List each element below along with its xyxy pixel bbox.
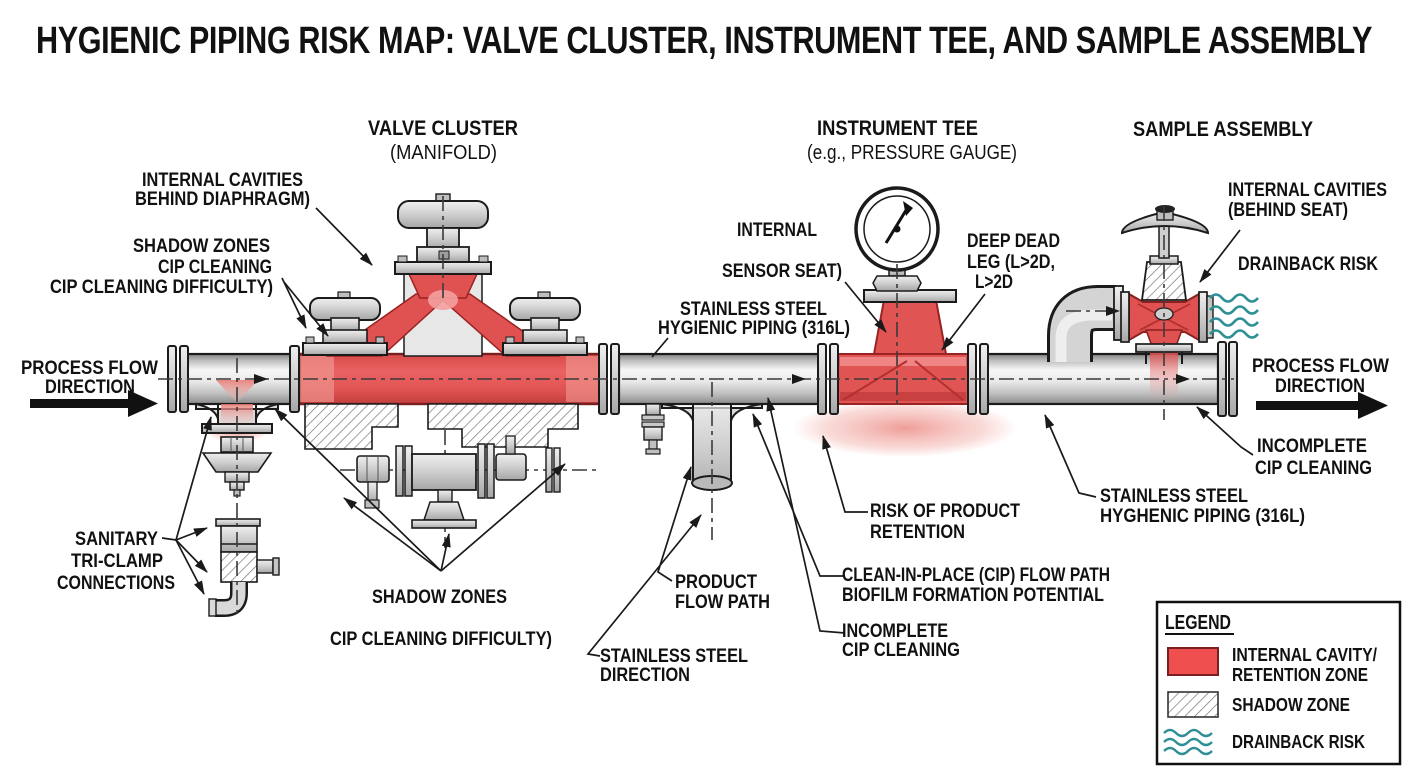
label-product-flow-1: PRODUCT: [675, 572, 757, 593]
label-risk-retention-2: RETENTION: [870, 522, 965, 543]
process-flow-arrow-right: [1256, 392, 1388, 419]
label-sanitary-3: CONNECTIONS: [57, 573, 175, 594]
label-incomplete-right-2: CIP CLEANING: [1255, 458, 1372, 479]
label-stainless-direction-2: DIRECTION: [600, 665, 690, 686]
label-risk-retention-1: RISK OF PRODUCT: [870, 501, 1020, 522]
legend-title: LEGEND: [1165, 612, 1231, 634]
label-internal-cavities-diaphragm-1: INTERNAL CAVITIES: [142, 170, 303, 191]
label-cip-difficulty-bottom: CIP CLEANING DIFFICULTY): [330, 629, 552, 650]
label-stainless-direction-1: STAINLESS STEEL: [600, 646, 748, 667]
diaphragm-valve-right: [502, 291, 588, 356]
valve-cluster-subheader: (MANIFOLD): [390, 142, 497, 164]
label-cip-flowpath-1: CLEAN-IN-PLACE (CIP) FLOW PATH: [842, 565, 1110, 586]
sample-assembly-header: SAMPLE ASSEMBLY: [1133, 118, 1313, 141]
valve-cluster-header: VALVE CLUSTER: [368, 117, 518, 140]
valve-bonnet: [1140, 261, 1188, 301]
label-process-flow-right-1: PROCESS FLOW: [1252, 356, 1389, 377]
label-cip-flowpath-2: BIOFILM FORMATION POTENTIAL: [842, 585, 1104, 606]
label-internal-cavities-seat-1: INTERNAL CAVITIES: [1228, 180, 1387, 201]
instrument-tee-header: INSTRUMENT TEE: [817, 117, 978, 140]
label-sanitary-2: TRI-CLAMP: [71, 551, 163, 572]
label-sensor-seat: SENSOR SEAT): [722, 261, 842, 282]
pressure-gauge: [854, 186, 940, 292]
sample-assembly-drawing: [1047, 205, 1259, 402]
label-internal: INTERNAL: [737, 220, 817, 241]
retention-glow: [793, 399, 1017, 457]
label-internal-cavities-seat-2: (BEHIND SEAT): [1228, 200, 1348, 221]
shadow-zone-hatch-left: [304, 403, 399, 450]
valve-cluster-drawing: [302, 193, 588, 450]
legend-label-internal-cavity-2: RETENTION ZONE: [1232, 665, 1368, 685]
diaphragm-valve-left: [302, 291, 388, 356]
label-incomplete-right-1: INCOMPLETE: [1257, 436, 1367, 457]
drain-fitting: [641, 403, 665, 455]
section-headers: VALVE CLUSTER (MANIFOLD) INSTRUMENT TEE …: [368, 117, 1313, 164]
legend-label-internal-cavity-1: INTERNAL CAVITY/: [1232, 645, 1377, 665]
label-process-flow-left-1: PROCESS FLOW: [21, 358, 158, 379]
label-sanitary-1: SANITARY: [75, 529, 158, 550]
label-product-flow-2: FLOW PATH: [675, 592, 770, 613]
centerlines: [158, 196, 1234, 618]
legend: LEGEND INTERNAL CAVITY/ RETENTION ZONE S…: [1155, 600, 1402, 766]
label-stainless-mid-1: STAINLESS STEEL: [680, 299, 827, 320]
label-process-flow-right-2: DIRECTION: [1275, 376, 1365, 397]
shadow-zone-hatch-center: [427, 403, 579, 448]
label-stainless-right-1: STAINLESS STEEL: [1100, 486, 1248, 507]
label-deep-dead-2: LEG (L>2D,: [967, 252, 1055, 273]
label-incomplete-mid-2: CIP CLEANING: [842, 640, 960, 661]
triclamp-flanges: [167, 341, 1238, 417]
triclamp-elbow-fitting: [208, 518, 280, 617]
instrument-tee-subheader: (e.g., PRESSURE GAUGE): [807, 142, 1017, 164]
label-stainless-mid-2: HYGIENIC PIPING (316L): [658, 318, 850, 339]
label-shadow-cip-2: CIP CLEANING: [158, 257, 272, 278]
label-process-flow-left-2: DIRECTION: [45, 377, 135, 398]
label-shadow-cip-1: SHADOW ZONES: [133, 236, 270, 257]
legend-swatch-shadow-zone: [1167, 691, 1219, 718]
label-drainback-risk: DRAINBACK RISK: [1238, 254, 1378, 275]
label-internal-cavities-diaphragm-2: BEHIND DIAPHRAGM): [135, 189, 310, 210]
legend-swatch-internal-cavity: [1167, 647, 1219, 676]
label-stainless-right-2: HYGHENIC PIPING (316L): [1100, 506, 1305, 527]
legend-label-shadow-zone: SHADOW ZONE: [1232, 695, 1350, 715]
legend-label-drainback: DRAINBACK RISK: [1232, 732, 1365, 752]
label-shadow-zones-bottom: SHADOW ZONES: [372, 587, 507, 608]
page-title: HYGIENIC PIPING RISK MAP: VALVE CLUSTER,…: [36, 20, 1372, 62]
leader-lines: [161, 207, 1254, 657]
process-flow-arrow-left: [30, 390, 158, 417]
label-deep-dead-1: DEEP DEAD: [967, 231, 1060, 252]
drainback-waves-icon: [1209, 293, 1259, 339]
label-shadow-cip-3: CIP CLEANING DIFFICULTY): [50, 277, 273, 298]
legend-swatch-drainback: [1163, 728, 1213, 756]
handwheel: [1120, 210, 1210, 235]
callout-labels: INTERNAL CAVITIES BEHIND DIAPHRAGM) SHAD…: [21, 170, 1389, 686]
label-incomplete-mid-1: INCOMPLETE: [842, 621, 948, 642]
triclamp-union-drawing: [340, 430, 600, 548]
label-deep-dead-3: L>2D: [975, 272, 1013, 293]
